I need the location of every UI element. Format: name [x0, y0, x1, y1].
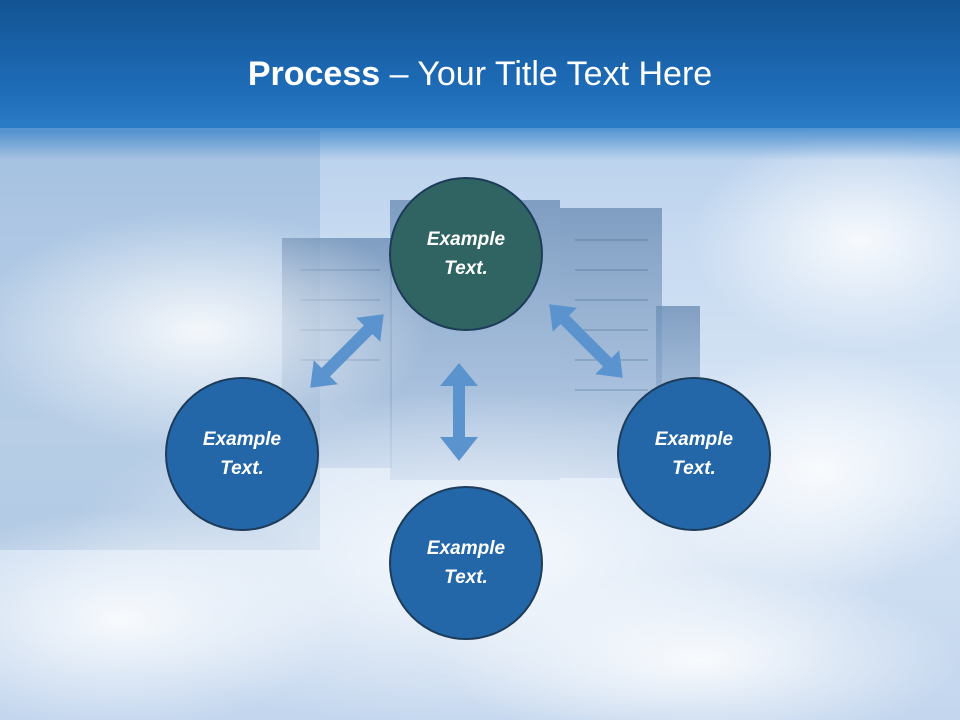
- node-label: Example Text.: [202, 429, 282, 479]
- process-node-left: Example Text.: [165, 377, 319, 531]
- title-bar: [0, 0, 960, 128]
- title-bar-fade: [0, 120, 960, 160]
- title-rest: – Your Title Text Here: [380, 55, 713, 93]
- process-node-right: Example Text.: [617, 377, 771, 531]
- node-label: Example Text.: [426, 538, 506, 588]
- title-bold: Process: [247, 55, 381, 93]
- double-arrow-icon: [310, 314, 384, 388]
- page-title: Process – Your Title Text Here: [0, 52, 960, 96]
- node-label: Example Text.: [654, 429, 734, 479]
- double-arrow-icon: [549, 304, 623, 378]
- double-arrow-icon: [440, 363, 478, 461]
- process-node-top: Example Text.: [389, 177, 543, 331]
- process-node-bottom: Example Text.: [389, 486, 543, 640]
- node-label: Example Text.: [426, 229, 506, 279]
